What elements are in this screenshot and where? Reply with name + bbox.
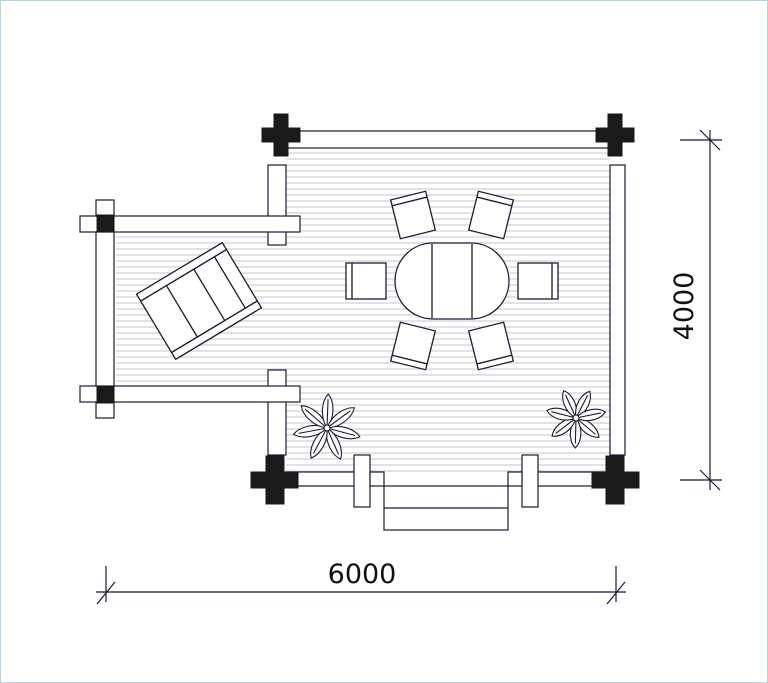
entrance-jamb-left — [353, 454, 371, 508]
ext-left-rail — [95, 231, 115, 387]
plant-leaf-vein — [298, 427, 328, 434]
plant-center — [572, 414, 580, 422]
width-label: 6000 — [328, 559, 397, 590]
ext-top-rail — [79, 215, 301, 233]
entrance — [353, 454, 539, 531]
chair-icon — [389, 190, 437, 240]
plant-leaf-vein — [326, 427, 340, 455]
cross-post-icon — [591, 455, 640, 505]
height-dimension — [680, 129, 722, 491]
height-label: 4000 — [669, 272, 700, 341]
plant-leaf-vein — [555, 417, 577, 434]
oval-table-icon — [394, 242, 510, 320]
square-post-icon — [96, 385, 115, 404]
plant-leaf-vein — [575, 412, 602, 419]
chair-icon — [467, 190, 515, 240]
ext-bottom-cap — [95, 401, 115, 419]
plant-leaf-vein — [574, 417, 577, 444]
plant-leaf-vein — [313, 427, 328, 454]
left-lower-rail — [267, 369, 287, 456]
chair-icon — [517, 262, 559, 300]
plant-center — [323, 424, 331, 432]
plant-icon — [292, 393, 361, 460]
square-post-icon — [96, 214, 115, 233]
cross-post-icon — [250, 455, 299, 505]
plant-leaf-vein — [565, 394, 577, 419]
plant-leaf-vein — [326, 410, 351, 429]
plant-icon — [546, 389, 607, 449]
plant-leaf-vein — [551, 411, 577, 419]
entrance-step-left — [369, 471, 385, 487]
plant-leaf-vein — [326, 427, 356, 437]
chair-icon — [467, 321, 515, 371]
plant-leaf-vein — [326, 399, 329, 429]
cross-post-icon — [261, 113, 301, 157]
entrance-jamb-right — [521, 454, 539, 508]
posts — [96, 113, 640, 505]
plant-leaf-vein — [575, 395, 589, 419]
ext-bottom-rail — [79, 385, 301, 403]
railings — [79, 130, 626, 487]
plant-leaf-vein — [304, 408, 328, 429]
right-rail — [609, 164, 626, 456]
left-upper-rail — [267, 164, 287, 246]
lounge-chair-icon — [135, 241, 263, 361]
entrance-step-right — [507, 471, 523, 487]
cross-post-icon — [595, 113, 635, 157]
plant-leaf-vein — [575, 417, 596, 435]
chair-icon — [389, 321, 437, 371]
dining-chairs — [345, 190, 559, 371]
ext-top-cap — [95, 199, 115, 217]
chair-icon — [345, 262, 387, 300]
top-rail — [285, 130, 611, 149]
width-dimension — [96, 566, 626, 605]
